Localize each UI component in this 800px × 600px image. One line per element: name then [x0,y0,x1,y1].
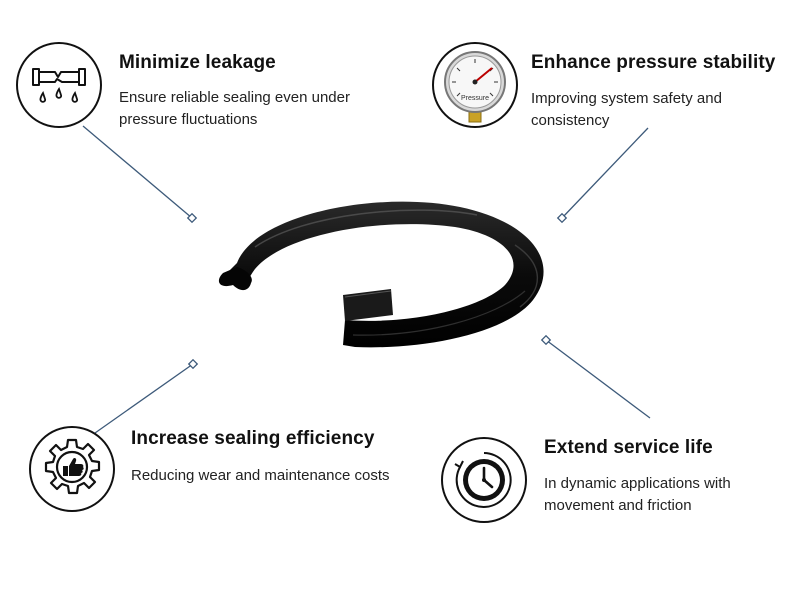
clock-icon [454,452,512,508]
feature-title-enhance-pressure-stability: Enhance pressure stability [531,52,776,73]
connector-node-bottom-left [187,358,199,370]
feature-desc-extend-service-life: In dynamic applications with movement an… [544,475,731,514]
gauge-label: Pressure [461,95,489,102]
pressure-gauge-icon: Pressure [444,51,506,123]
connector-bottom-right [545,339,651,419]
icon-circle-extend-service-life [441,437,527,523]
connector-node-top-right [556,212,568,224]
connector-node-bottom-right [540,334,552,346]
feature-title-extend-service-life: Extend service life [544,437,713,458]
gear-thumbs-up-icon [44,438,101,495]
icon-circle-enhance-pressure-stability: Pressure [432,42,518,128]
leaking-pipe-icon [32,68,86,103]
connector-bottom-left [94,363,194,434]
icon-circle-increase-sealing-efficiency [29,426,115,512]
feature-desc-increase-sealing-efficiency: Reducing wear and maintenance costs [131,467,390,484]
feature-desc-enhance-pressure-stability: Improving system safety and consistency [531,90,722,129]
seal-ring-image [215,185,555,365]
feature-desc-minimize-leakage: Ensure reliable sealing even under press… [119,89,350,128]
feature-title-increase-sealing-efficiency: Increase sealing efficiency [131,428,375,449]
icon-circle-minimize-leakage [16,42,102,128]
connector-node-top-left [186,212,198,224]
feature-title-minimize-leakage: Minimize leakage [119,52,276,73]
connector-top-right [561,127,649,219]
connector-top-left [82,125,193,219]
